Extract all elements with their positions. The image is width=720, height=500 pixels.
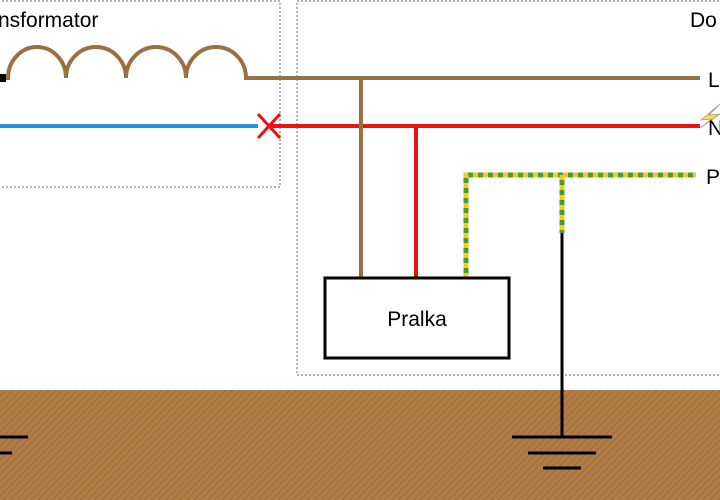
appliance-label: Pralka xyxy=(387,308,447,331)
label-l: L xyxy=(708,69,720,92)
ground-area xyxy=(0,390,720,500)
label-n: N xyxy=(708,117,720,140)
ground-symbol-icon xyxy=(0,435,28,455)
house-label: Do xyxy=(690,9,717,32)
pe-wire xyxy=(463,172,696,278)
transformer-label: nsformator xyxy=(0,9,98,32)
coil-terminal xyxy=(0,74,6,82)
lightning-bolt-icon xyxy=(699,103,720,129)
ground-symbol-icon xyxy=(512,435,612,470)
label-pe: P xyxy=(706,166,720,189)
transformer-box xyxy=(0,0,281,188)
transformer-coil xyxy=(0,45,700,81)
house-box xyxy=(296,0,720,376)
x-break-icon xyxy=(256,112,282,140)
appliance-box xyxy=(323,276,511,360)
